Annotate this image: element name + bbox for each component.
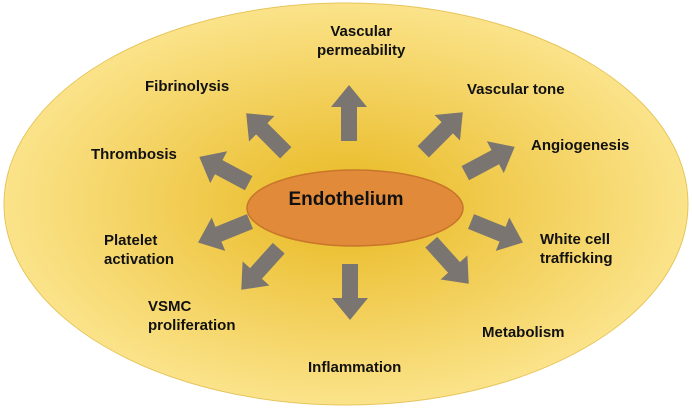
label-thrombosis: Thrombosis [91,145,177,164]
label-line: Thrombosis [91,146,177,163]
label-white-cell-trafficking: White cell trafficking [540,230,613,268]
label-line: VSMC [148,298,192,315]
arrow-thrombosis [199,151,253,191]
label-line: Platelet [104,232,158,249]
label-platelet-activation: Platelet activation [104,231,174,269]
label-inflammation: Inflammation [308,358,401,377]
arrow-platelet-activation [198,214,253,251]
label-line: activation [104,251,175,268]
arrow-white-cell-trafficking [468,214,523,251]
label-fibrinolysis: Fibrinolysis [145,77,229,96]
arrow-vascular-tone [417,112,463,158]
label-vsmc-proliferation: VSMC proliferation [148,297,236,335]
endothelium-ellipse [246,169,464,247]
label-line: Metabolism [482,324,565,341]
arrow-fibrinolysis [246,113,292,159]
arrow-metabolism [425,236,469,284]
label-line: White cell [540,231,611,248]
label-vascular-tone: Vascular tone [467,80,565,99]
label-line: Angiogenesis [531,137,630,154]
label-line: Vascular tone [467,81,565,98]
endothelium-label: Endothelium [288,189,404,210]
label-angiogenesis: Angiogenesis [531,136,629,155]
arrow-angiogenesis [461,141,515,181]
label-line: Inflammation [308,359,402,376]
arrow-vascular-permeability [331,85,367,141]
label-line: permeability [317,42,406,59]
label-line: Vascular [330,23,393,40]
label-metabolism: Metabolism [482,323,565,342]
label-line: proliferation [148,317,236,334]
arrow-inflammation [332,264,368,320]
label-line: Fibrinolysis [145,78,230,95]
label-line: trafficking [540,250,613,267]
arrow-vsmc-proliferation [241,242,285,290]
arrow-group [198,85,523,320]
label-vascular-permeability: Vascular permeability [317,22,405,60]
